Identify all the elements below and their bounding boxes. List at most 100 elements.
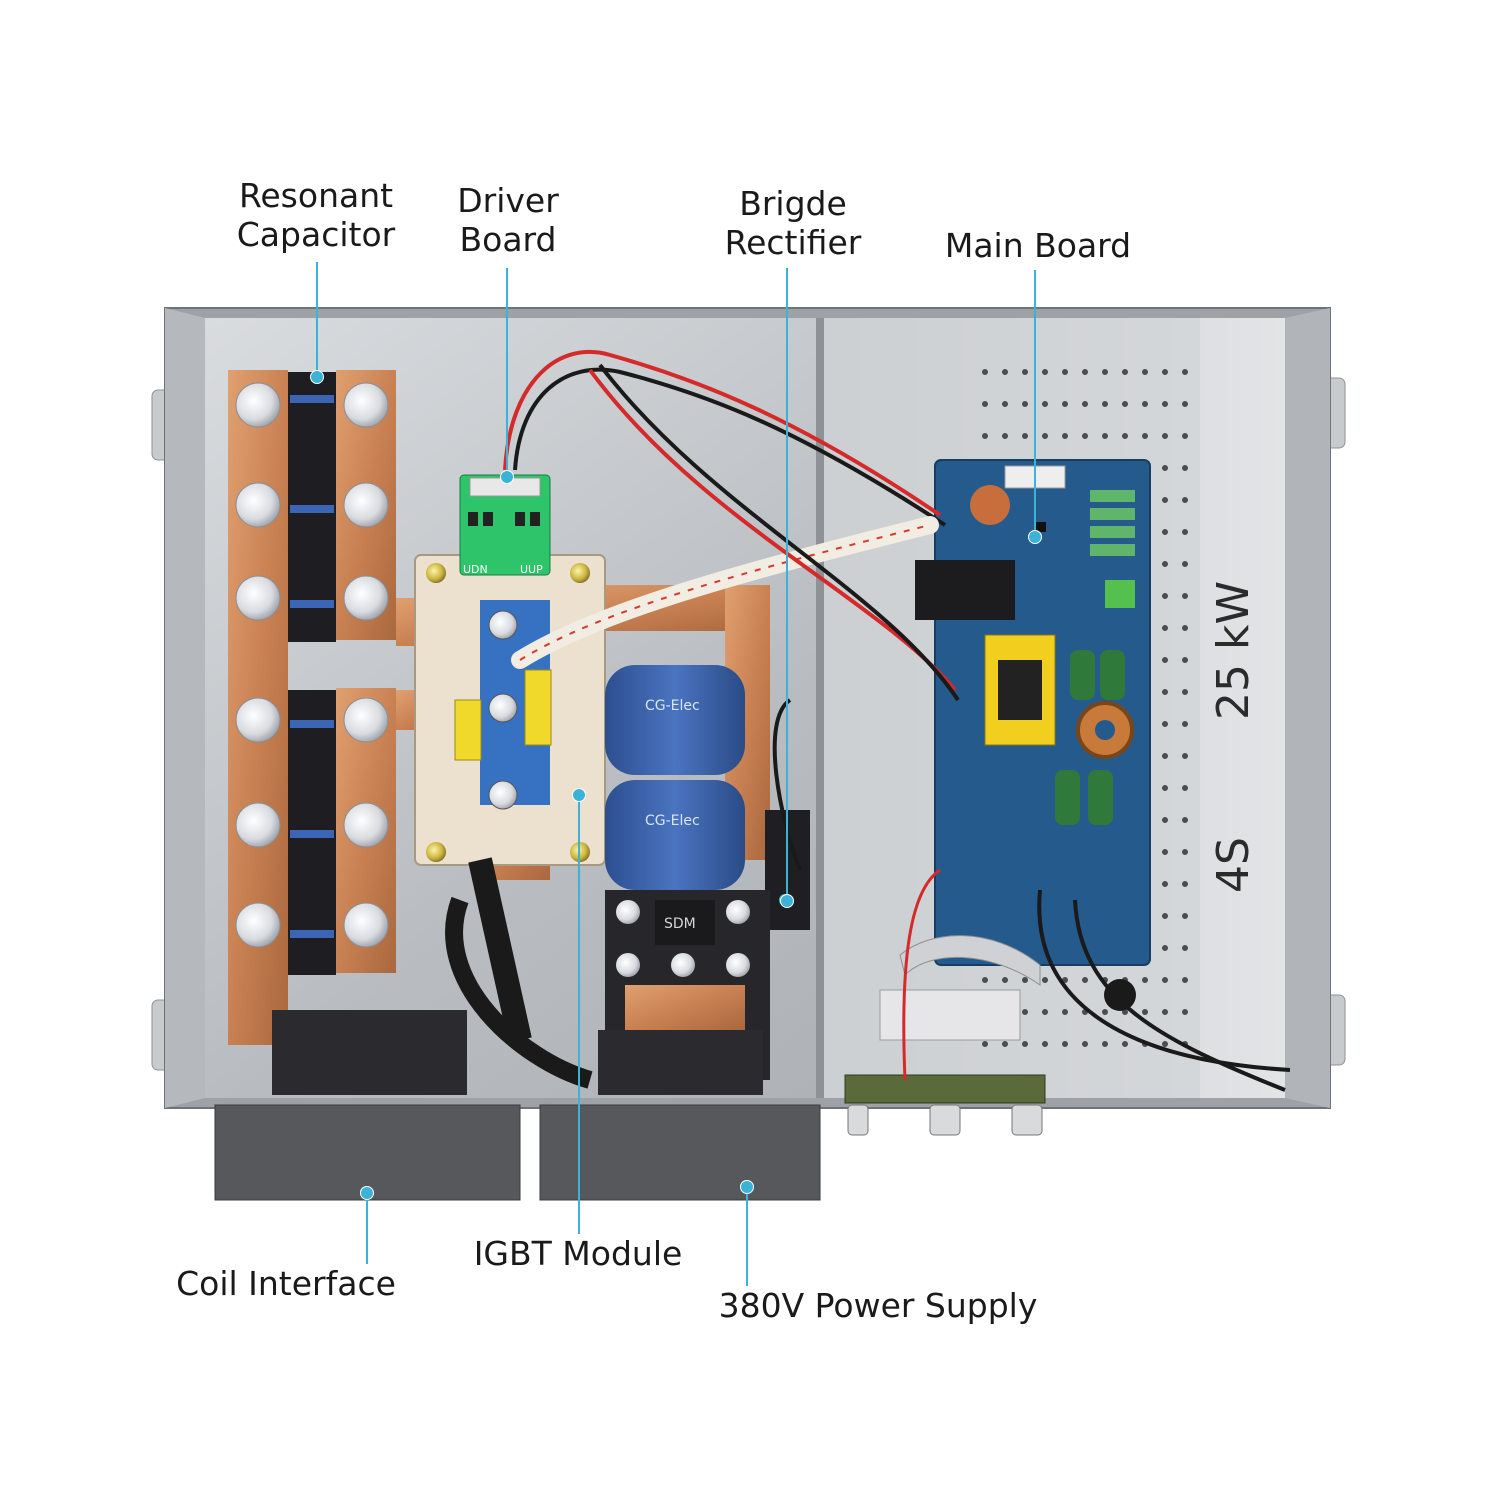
perforation-hole [1182, 593, 1188, 599]
label-power-supply: 380V Power Supply [718, 1286, 1038, 1325]
perforation-hole [1122, 1041, 1128, 1047]
perforation-hole [1062, 1041, 1068, 1047]
perforation-hole [1082, 369, 1088, 375]
perforation-hole [1162, 1009, 1168, 1015]
perforation-hole [1162, 913, 1168, 919]
perforation-hole [1022, 1041, 1028, 1047]
capacitor-bolt [343, 802, 389, 848]
perforation-hole [1022, 433, 1028, 439]
perforation-hole [1102, 401, 1108, 407]
perforation-hole [1142, 369, 1148, 375]
driver-board-pcb: UDN UUP [459, 474, 551, 576]
perforation-hole [1182, 433, 1188, 439]
perforation-hole [1082, 977, 1088, 983]
perforation-hole [1182, 625, 1188, 631]
perforation-hole [1182, 945, 1188, 951]
capacitor-bolt [235, 697, 281, 743]
perforation-hole [1142, 977, 1148, 983]
perforation-hole [1022, 1009, 1028, 1015]
perforation-hole [1182, 561, 1188, 567]
perforation-hole [1022, 401, 1028, 407]
capacitor-bolt [343, 382, 389, 428]
perforation-hole [1042, 1041, 1048, 1047]
label-igbt-module-text: IGBT Module [473, 1234, 683, 1273]
perforation-hole [1042, 1009, 1048, 1015]
leader-resonant-capacitor [316, 262, 318, 376]
perforation-hole [1162, 881, 1168, 887]
perforation-hole [1082, 401, 1088, 407]
perforation-hole [1182, 721, 1188, 727]
perforation-hole [1162, 945, 1168, 951]
perforation-hole [1102, 1041, 1108, 1047]
dot-driver-board [500, 470, 514, 484]
perforation-hole [1042, 977, 1048, 983]
dot-igbt-module [572, 788, 586, 802]
perforation-hole [1162, 465, 1168, 471]
perforation-hole [1162, 753, 1168, 759]
perforation-hole [1102, 369, 1108, 375]
perforation-hole [1082, 433, 1088, 439]
perforation-hole [1022, 369, 1028, 375]
perforation-hole [1182, 785, 1188, 791]
perforation-hole [1182, 849, 1188, 855]
label-driver-board-line1: Driver [457, 181, 559, 220]
capacitor-bolt [235, 382, 281, 428]
label-driver-board: Driver Board [418, 181, 598, 259]
filter-capacitors: CG-Elec CG-Elec [605, 665, 745, 890]
leader-igbt-module [578, 794, 580, 1234]
capacitor-brand-top: CG-Elec [645, 698, 700, 714]
label-power-supply-text: 380V Power Supply [718, 1286, 1038, 1325]
capacitor-brand-bottom: CG-Elec [645, 813, 700, 829]
perforation-hole [1182, 369, 1188, 375]
perforation-hole [1162, 657, 1168, 663]
perforation-hole [1042, 369, 1048, 375]
unit-code-marking: 4S [1208, 837, 1259, 893]
leader-coil-interface [366, 1192, 368, 1264]
perforation-hole [1002, 369, 1008, 375]
label-igbt-module: IGBT Module [470, 1234, 686, 1273]
leader-power-supply [746, 1186, 748, 1286]
power-rating-marking: 25 kW [1208, 581, 1259, 720]
label-resonant-capacitor-line1: Resonant [238, 176, 394, 215]
dot-power-supply [740, 1180, 754, 1194]
perforation-hole [1122, 433, 1128, 439]
capacitor-bolt [343, 697, 389, 743]
perforation-hole [1142, 401, 1148, 407]
perforation-hole [1002, 401, 1008, 407]
perforation-hole [1162, 561, 1168, 567]
perforation-hole [1162, 785, 1168, 791]
perforation-hole [1002, 433, 1008, 439]
perforation-hole [1062, 401, 1068, 407]
perforation-hole [1162, 593, 1168, 599]
capacitor-bolt [343, 575, 389, 621]
perforation-hole [1182, 817, 1188, 823]
label-coil-interface-text: Coil Interface [176, 1264, 396, 1303]
label-main-board-text: Main Board [944, 226, 1132, 265]
perforation-hole [982, 433, 988, 439]
dot-coil-interface [360, 1186, 374, 1200]
perforation-hole [1142, 433, 1148, 439]
perforation-hole [1102, 433, 1108, 439]
perforation-hole [982, 369, 988, 375]
perforation-hole [1162, 977, 1168, 983]
perforation-hole [1062, 369, 1068, 375]
perforation-hole [1182, 465, 1188, 471]
label-resonant-capacitor: Resonant Capacitor [216, 176, 416, 254]
perforation-hole [1162, 817, 1168, 823]
perforation-hole [982, 1041, 988, 1047]
capacitor-bolt [343, 902, 389, 948]
perforation-hole [1162, 401, 1168, 407]
igbt-module-body [414, 554, 606, 866]
main-board-pcb [915, 459, 1151, 966]
perforation-hole [1102, 1009, 1108, 1015]
perforation-hole [1042, 401, 1048, 407]
capacitor-bolt [235, 575, 281, 621]
perforation-hole [1182, 977, 1188, 983]
label-coil-interface: Coil Interface [176, 1264, 396, 1303]
label-bridge-rectifier-line1: Brigde [739, 184, 847, 223]
perforation-hole [1162, 689, 1168, 695]
perforation-hole [1022, 977, 1028, 983]
label-bridge-rectifier-line2: Rectifier [724, 223, 862, 262]
